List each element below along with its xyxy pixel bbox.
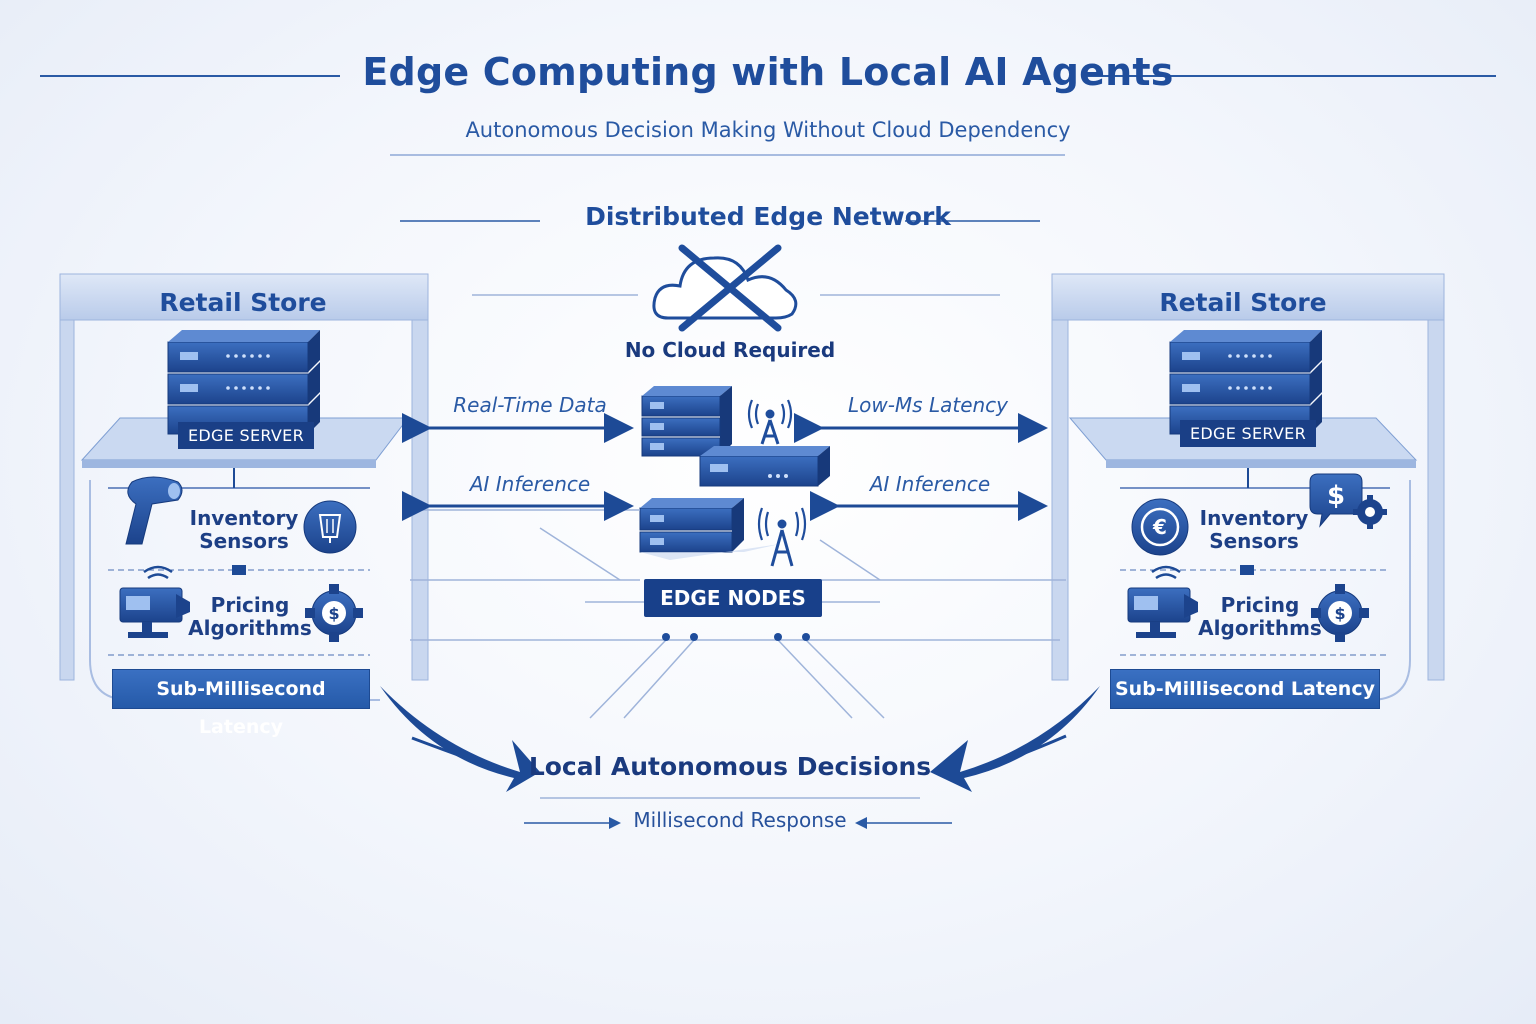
flow-label-ai-inference-left: AI Inference (469, 472, 591, 496)
no-cloud-icon (472, 244, 1000, 332)
right-edge-server-icon (1169, 330, 1322, 435)
network-nodes (662, 633, 810, 641)
flow-arrows (402, 413, 1048, 521)
svg-text:$: $ (1327, 481, 1345, 511)
left-inventory-sensors-label: Inventory Sensors (189, 506, 299, 553)
page-title: Edge Computing with Local AI Agents (362, 50, 1174, 94)
millisecond-response-label: Millisecond Response (633, 808, 847, 832)
pos-terminal-icon (119, 565, 190, 638)
inventory-tag-icon (303, 500, 357, 554)
right-store-frame (1051, 273, 1445, 701)
title-rules (40, 75, 1496, 222)
edge-node-servers-icon (639, 386, 830, 560)
left-pricing-algorithms-label: Pricing Algorithms (188, 593, 312, 640)
no-cloud-label: No Cloud Required (624, 338, 836, 362)
page-subtitle: Autonomous Decision Making Without Cloud… (465, 118, 1071, 142)
dollar-gear-icon: $ (1311, 584, 1369, 642)
right-pricing-algorithms-label: Pricing Algorithms (1198, 593, 1322, 640)
currency-coin-icon: € (1131, 498, 1189, 556)
right-latency-badge: Sub-Millisecond Latency (1110, 669, 1380, 709)
svg-text:$: $ (328, 604, 339, 623)
pos-terminal-icon (1127, 565, 1198, 638)
svg-text:$: $ (1334, 604, 1345, 623)
left-edge-server-label: EDGE SERVER (178, 422, 315, 449)
left-store-title: Retail Store (159, 288, 327, 317)
right-inventory-sensors-label: Inventory Sensors (1199, 506, 1309, 553)
dollar-bubble-gear-icon: $ (1309, 473, 1387, 529)
svg-text:€: € (1152, 515, 1167, 539)
decision-arrows (380, 686, 1100, 792)
right-edge-server-label: EDGE SERVER (1180, 420, 1317, 447)
network-title: Distributed Edge Network (585, 202, 951, 231)
left-latency-badge: Sub-Millisecond Latency (112, 669, 370, 738)
antenna-icon (757, 507, 807, 567)
edge-nodes-label: EDGE NODES (644, 579, 822, 617)
flow-label-real-time-data: Real-Time Data (453, 393, 607, 417)
right-store-title: Retail Store (1159, 288, 1327, 317)
barcode-scanner-icon (125, 476, 183, 545)
dollar-gear-icon: $ (305, 584, 363, 642)
left-edge-server-icon (167, 330, 320, 435)
antenna-icon (747, 399, 793, 445)
flow-label-low-ms-latency: Low-Ms Latency (847, 393, 1009, 417)
flow-label-ai-inference-right: AI Inference (869, 472, 991, 496)
local-decisions-title: Local Autonomous Decisions (528, 752, 932, 781)
